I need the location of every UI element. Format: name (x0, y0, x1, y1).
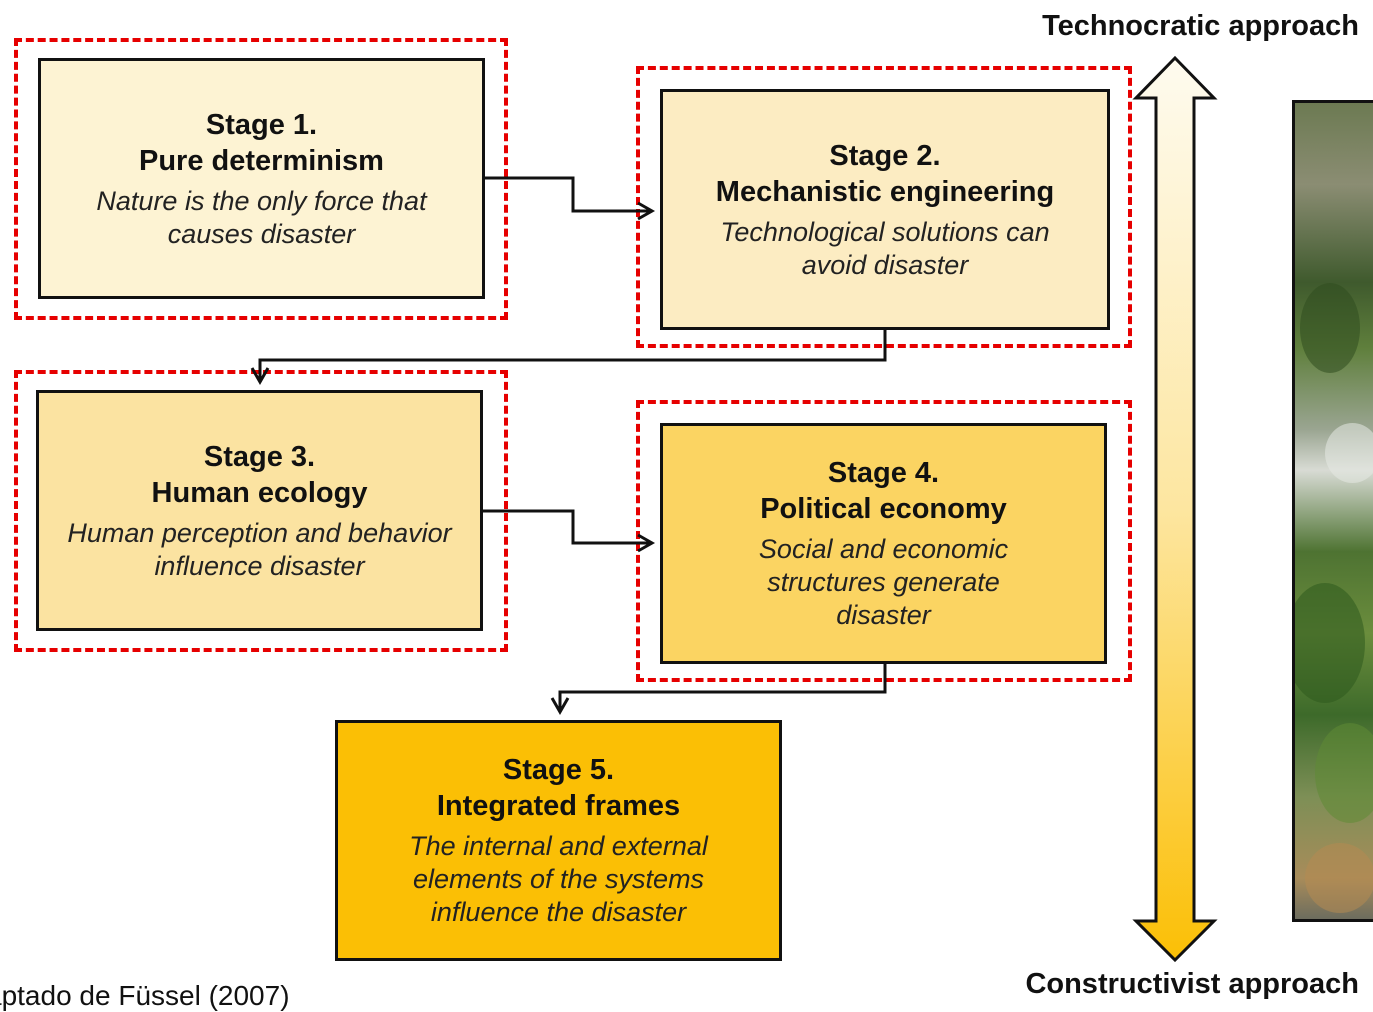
double-arrow-axis (1132, 55, 1218, 963)
stage-3-name: Human ecology (151, 476, 368, 509)
photo-foliage (1315, 723, 1373, 823)
connector-stage4-to-stage5 (558, 664, 887, 710)
stage-3-box: Stage 3. Human ecology Human perception … (36, 390, 483, 631)
stage-3-description: Human perception and behavior influence … (67, 517, 452, 581)
connector-stage1-to-stage2 (485, 176, 650, 213)
photo-foliage (1300, 283, 1360, 373)
stage-5-description: The internal and external elements of th… (409, 831, 708, 927)
arrowhead-stage3 (250, 367, 270, 386)
stage-1-box: Stage 1. Pure determinism Nature is the … (38, 58, 485, 299)
landscape-photo (1292, 100, 1373, 922)
stage-1-description: Nature is the only force that causes dis… (96, 185, 427, 249)
connector-stage3-to-stage4 (483, 509, 650, 545)
source-caption: aptado de Füssel (2007) (0, 980, 290, 1011)
arrowhead-stage2 (637, 201, 656, 221)
technocratic-approach-label: Technocratic approach (1042, 10, 1359, 42)
stage-3-title: Stage 3. (203, 440, 316, 473)
stage-4-description: Social and economic structures generate … (758, 534, 1009, 630)
photo-soil (1305, 843, 1373, 913)
photo-roof (1325, 423, 1373, 483)
stage-4-box: Stage 4. Political economy Social and ec… (660, 423, 1107, 664)
stage-2-box: Stage 2. Mechanistic engineering Technol… (660, 89, 1110, 330)
arrowhead-stage4 (637, 533, 656, 553)
arrowhead-stage5 (550, 697, 570, 716)
connector-stage2-to-stage3 (258, 330, 887, 380)
stage-2-name: Mechanistic engineering (715, 175, 1055, 208)
stage-5-box: Stage 5. Integrated frames The internal … (335, 720, 782, 961)
photo-foliage (1295, 583, 1365, 703)
stage-2-description: Technological solutions can avoid disast… (720, 216, 1050, 280)
stage-4-name: Political economy (760, 493, 1007, 525)
stage-1-name: Pure determinism (139, 144, 384, 177)
constructivist-approach-label: Constructivist approach (1025, 968, 1359, 1000)
stage-5-name: Integrated frames (436, 790, 681, 822)
stage-1-title: Stage 1. (205, 108, 318, 141)
stage-5-title: Stage 5. (502, 754, 615, 786)
stage-2-title: Stage 2. (829, 139, 941, 172)
stage-4-title: Stage 4. (827, 457, 940, 489)
